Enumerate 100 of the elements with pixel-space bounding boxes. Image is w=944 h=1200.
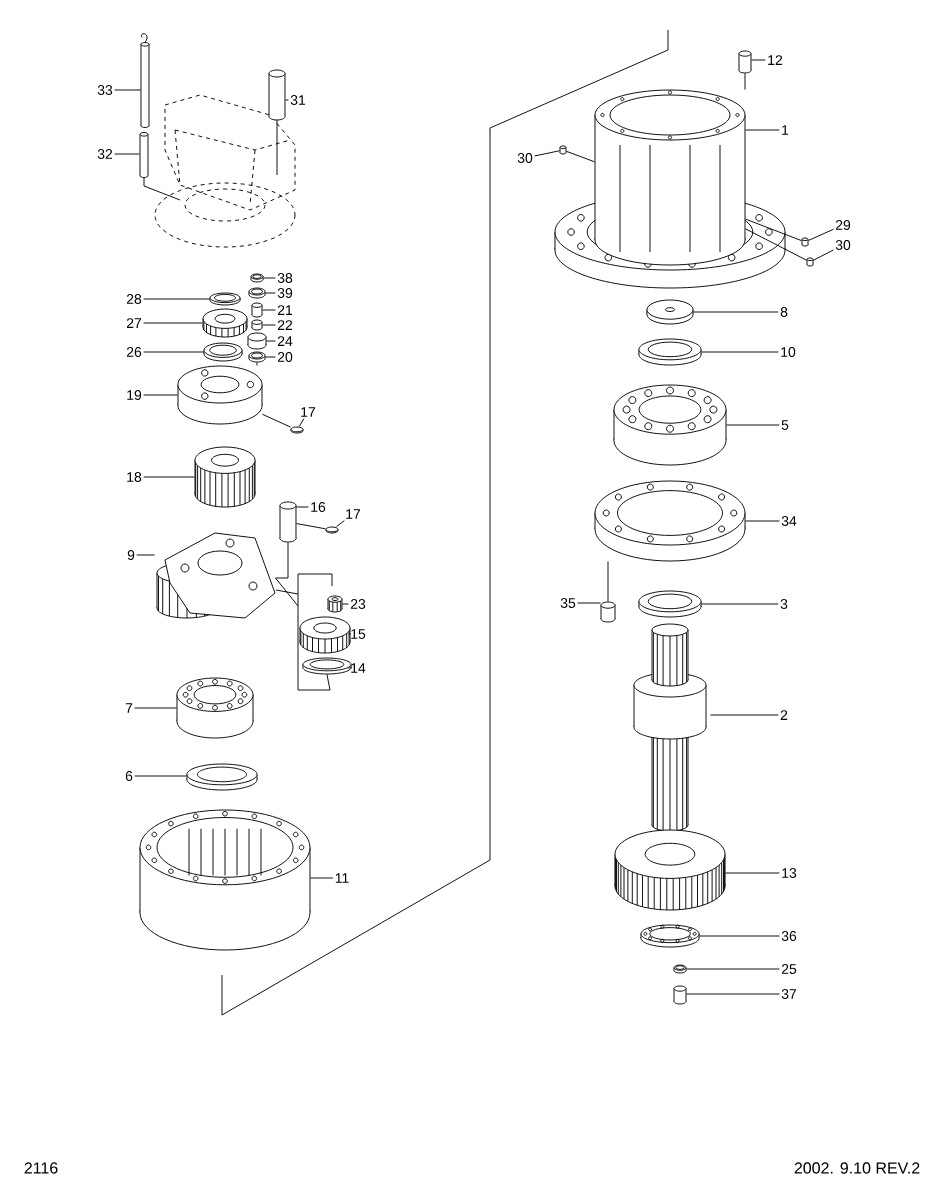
leader-line (275, 542, 289, 579)
callout-number: 21 (277, 305, 293, 315)
callout-number: 25 (781, 964, 797, 974)
callout-number: 17 (301, 407, 316, 417)
leader-line (725, 872, 780, 874)
leader-line (699, 935, 780, 937)
leader-line (336, 520, 345, 527)
leader-line (136, 554, 155, 556)
leader-line (143, 322, 203, 324)
leader-line (296, 506, 309, 508)
leader-line (745, 520, 780, 522)
callout-number: 7 (125, 703, 133, 713)
leader-line (745, 218, 802, 242)
callout-number: 22 (277, 320, 293, 330)
callout-number: 37 (781, 989, 797, 999)
bearing-drawing (613, 384, 727, 466)
gear-drawing (614, 829, 726, 911)
callout-number: 1 (782, 125, 789, 135)
leader-line (265, 356, 276, 358)
leader-line (296, 523, 326, 530)
callout-number: 35 (560, 598, 576, 608)
leader-line (298, 418, 305, 427)
gear-drawing (327, 595, 343, 613)
leader-line (347, 667, 352, 669)
gear-drawing (247, 332, 267, 350)
bolt-drawing (673, 985, 687, 1005)
leader-line (275, 577, 331, 691)
plate-drawing (594, 480, 746, 562)
pin-drawing (738, 50, 752, 74)
callout-number: 18 (127, 472, 142, 482)
callout-number: 33 (97, 85, 113, 95)
callout-number: 28 (126, 294, 142, 304)
leader-line (265, 292, 276, 294)
callout-number: 14 (351, 663, 366, 673)
disc-drawing (646, 299, 694, 325)
callout-number: 15 (351, 629, 366, 639)
callout-number: 23 (350, 599, 366, 609)
callout-number: 10 (781, 347, 796, 357)
bolt-drawing (279, 501, 297, 543)
callout-number: 16 (311, 502, 326, 512)
leader-line (745, 129, 780, 131)
callout-number: 20 (277, 352, 293, 362)
leader-line (808, 228, 834, 241)
ring-drawing (638, 338, 702, 366)
pin-drawing (806, 257, 814, 267)
callout-number: 3 (780, 599, 788, 609)
callout-number: 8 (780, 307, 788, 317)
ring-gear-drawing (139, 809, 311, 951)
callout-number: 26 (126, 347, 142, 357)
drawing-number: 2116 (24, 1162, 58, 1174)
callout-number: 2 (780, 710, 788, 720)
leader-line (114, 89, 141, 91)
callout-number: 17 (346, 509, 361, 519)
callout-number: 19 (127, 390, 142, 400)
leader-line (726, 424, 780, 426)
callout-number: 9 (127, 550, 135, 560)
leader-line (751, 59, 766, 61)
shaft-drawing (633, 623, 707, 832)
leader-line (310, 877, 334, 879)
callout-number: 34 (781, 516, 797, 526)
leader-line (745, 228, 807, 261)
leader-line (813, 249, 834, 261)
carrier-drawing (156, 532, 276, 619)
ring-drawing (209, 292, 241, 306)
callout-number: 39 (277, 288, 293, 298)
leader-line (134, 775, 187, 777)
leader-line (347, 633, 351, 635)
leader-line (744, 73, 746, 90)
pin-drawing (801, 237, 809, 247)
leader-line (266, 340, 276, 342)
pin-drawing (290, 426, 304, 434)
callout-number: 31 (290, 95, 306, 105)
leader-line (143, 394, 178, 396)
bolt-drawing (600, 601, 616, 623)
leader-line (566, 150, 595, 163)
leader-line (701, 603, 779, 605)
leader-line (143, 476, 195, 478)
callout-number: 5 (781, 420, 789, 430)
gear-drawing (194, 446, 256, 508)
ring-drawing (250, 273, 264, 283)
leader-line (342, 603, 349, 605)
leader-line (262, 309, 276, 311)
leader-line (143, 351, 204, 353)
leader-line (701, 351, 779, 353)
ring-drawing (638, 590, 702, 618)
carrier-drawing (177, 365, 263, 425)
callout-number: 29 (835, 220, 851, 230)
bolt-drawing (268, 69, 286, 121)
callout-number: 30 (517, 153, 533, 163)
callout-number: 13 (782, 868, 797, 878)
callout-number: 12 (768, 55, 783, 65)
leader-line (686, 968, 780, 970)
ring-drawing (203, 342, 243, 362)
ring-drawing (673, 964, 687, 974)
leader-line (134, 707, 177, 709)
leader-line (262, 413, 291, 428)
callout-number: 6 (125, 771, 133, 781)
gear-drawing (202, 308, 248, 338)
ring-drawing (248, 287, 266, 299)
leader-line (285, 99, 289, 101)
